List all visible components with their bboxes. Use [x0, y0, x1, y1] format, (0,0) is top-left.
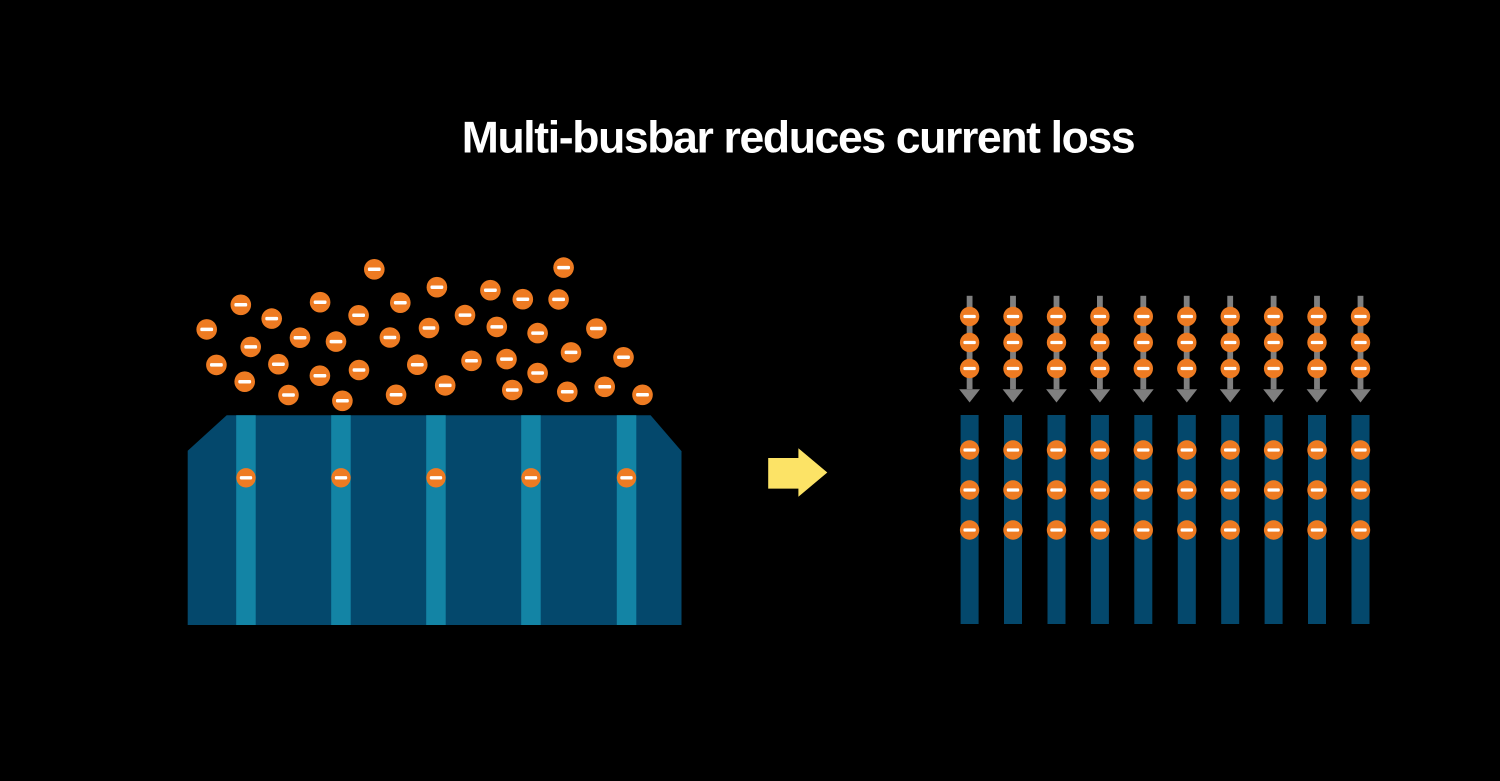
svg-text:Multi-busbar reduces current l: Multi-busbar reduces current loss	[462, 114, 1135, 163]
